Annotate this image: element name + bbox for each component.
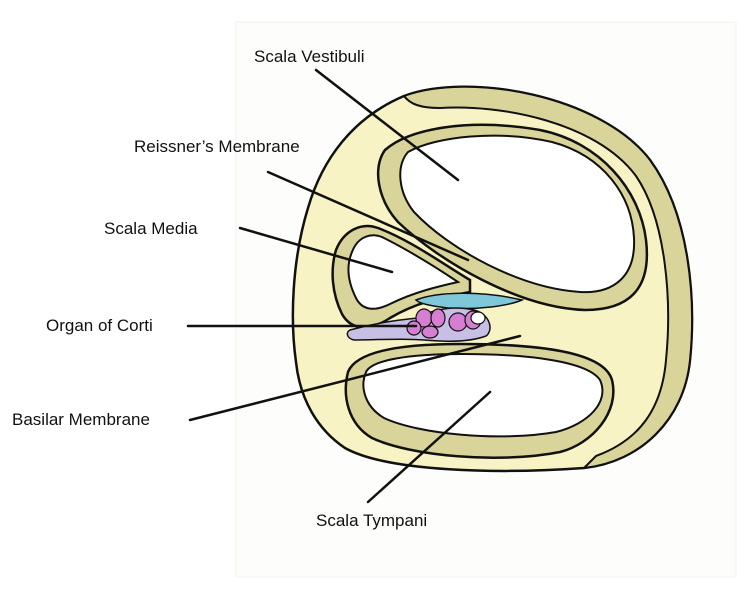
- label-scala-tympani: Scala Tympani: [316, 511, 427, 530]
- hair-cell: [431, 309, 445, 327]
- label-basilar-membrane: Basilar Membrane: [12, 410, 150, 429]
- label-scala-media: Scala Media: [104, 219, 198, 238]
- hair-cell: [449, 313, 467, 331]
- label-reissners-membrane: Reissner’s Membrane: [134, 137, 300, 156]
- label-scala-vestibuli: Scala Vestibuli: [254, 47, 365, 66]
- label-organ-of-corti: Organ of Corti: [46, 316, 153, 335]
- tunnel-of-corti: [471, 312, 485, 324]
- hair-cell: [407, 321, 421, 335]
- hair-cell: [422, 326, 438, 338]
